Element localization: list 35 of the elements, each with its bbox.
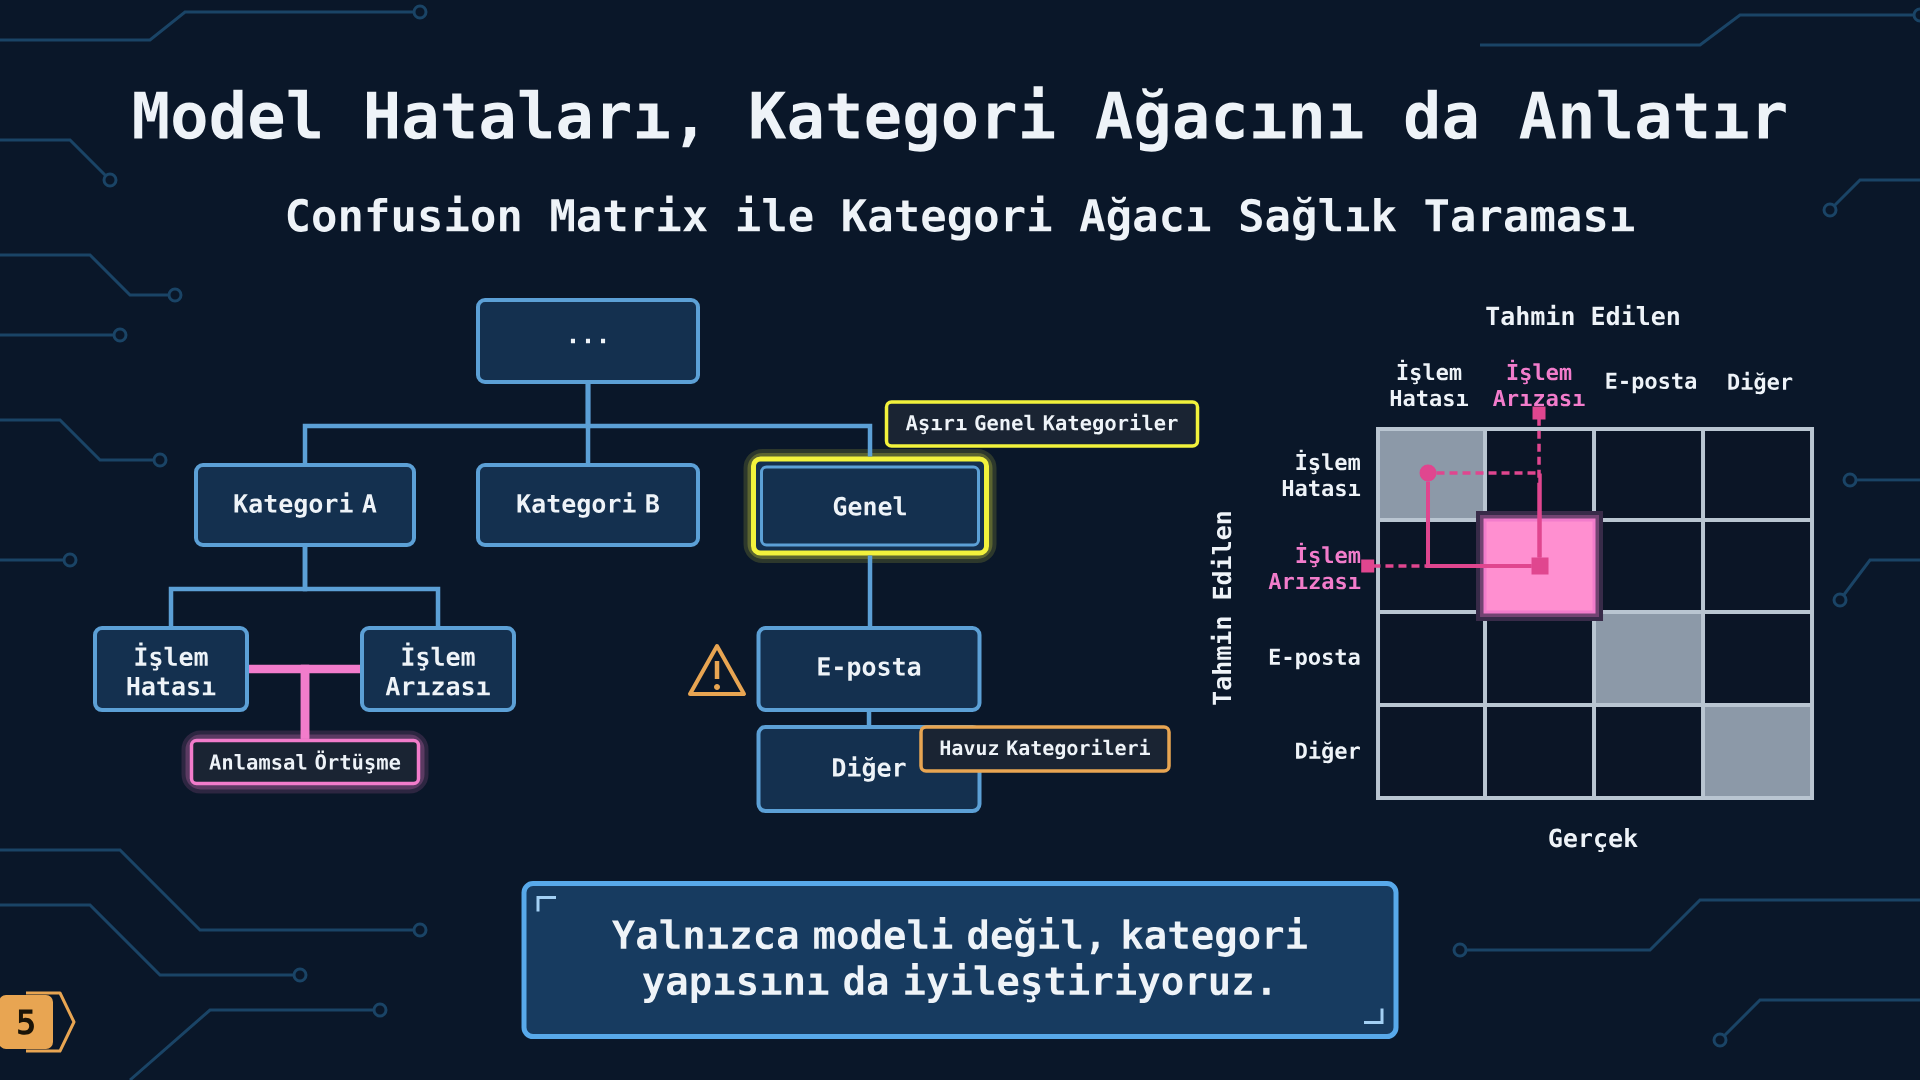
marker-square — [1531, 557, 1549, 575]
connector-line — [1426, 481, 1532, 568]
highlighted-box: Genel — [743, 449, 997, 563]
connector-line — [302, 547, 441, 626]
tag-label: Aşırı Genel Kategoriler — [884, 400, 1200, 448]
connector-line — [867, 555, 873, 626]
category-box: ... — [476, 298, 700, 384]
page-number-badge: 5 — [0, 991, 76, 1053]
category-box: E-posta — [756, 626, 982, 712]
connector-line — [585, 384, 873, 457]
category-box: Kategori B — [476, 463, 700, 547]
message-box: Yalnızca modeli değil, kategori yapısını da iyileştiriyoruz. — [521, 881, 1399, 1039]
column-header: İşlem Hatası — [1390, 359, 1468, 407]
row-header: İşlem Hatası — [1282, 449, 1361, 497]
row-header: Diğer — [1296, 740, 1360, 764]
category-box: İşlem Arızası — [360, 626, 516, 712]
tag-label: Anlamsal Örtüşme — [181, 730, 429, 794]
title: Model Hataları, Kategori Ağacını da Anlatır — [134, 86, 1786, 152]
subtitle: Confusion Matrix ile Kategori Ağacı Sağlık Taraması — [287, 195, 1634, 241]
axis-title: Tahmin Edilen — [1210, 512, 1232, 705]
category-box: Kategori A — [194, 463, 416, 547]
column-header: E-posta — [1606, 372, 1697, 394]
connector-line — [300, 664, 360, 739]
axis-title: Tahmin Edilen — [1486, 304, 1679, 326]
connector-line — [1532, 406, 1546, 558]
column-header: İşlem Arızası — [1493, 359, 1585, 407]
marker-dot — [1419, 464, 1437, 482]
connector-line — [1436, 471, 1542, 558]
column-header: Diğer — [1728, 371, 1793, 395]
axis-title: Gerçek — [1549, 828, 1638, 852]
row-header: E-posta — [1269, 648, 1360, 670]
connector-line — [866, 712, 872, 725]
category-box: İşlem Hatası — [93, 626, 249, 712]
row-header: İşlem Arızası — [1268, 542, 1361, 590]
tag-label: Havuz Kategorileri — [919, 725, 1171, 773]
